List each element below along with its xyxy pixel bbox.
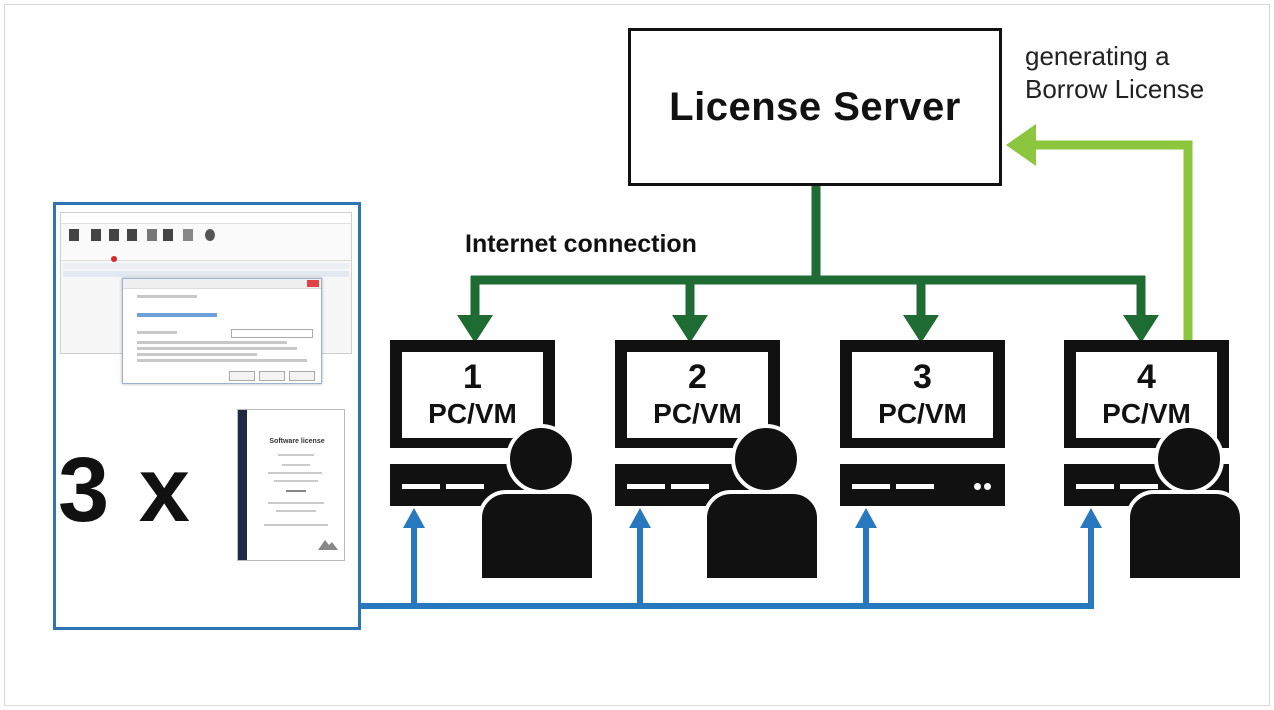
slide-frame bbox=[4, 4, 1270, 706]
computer-number: 4 bbox=[1137, 358, 1156, 396]
computer-number: 1 bbox=[463, 358, 482, 396]
computer-label: PC/VM bbox=[653, 398, 742, 429]
computer-2: 2 PC/VM bbox=[615, 340, 821, 582]
monitor-icon: 1 PC/VM bbox=[390, 340, 555, 448]
user-head-icon bbox=[731, 424, 801, 494]
arrowhead-pc-3 bbox=[903, 315, 939, 343]
internet-connection-lines bbox=[470, 186, 1146, 318]
borrow-arrowhead bbox=[1006, 124, 1036, 166]
highlight-marker-icon bbox=[111, 256, 117, 262]
screenshot-toolbar bbox=[61, 224, 351, 262]
borrow-label-line-2: Borrow License bbox=[1025, 74, 1205, 104]
software-license-certificate: Software license bbox=[237, 409, 345, 561]
license-count-label: 3 x bbox=[58, 439, 192, 541]
user-body-icon bbox=[703, 490, 821, 582]
arrowhead-pc-4 bbox=[1123, 315, 1159, 343]
close-icon bbox=[307, 280, 319, 287]
borrow-license-dialog-screenshot bbox=[122, 278, 322, 384]
local-network-lines bbox=[361, 526, 1094, 609]
arrowhead-pc-2 bbox=[672, 315, 708, 343]
license-server-title: License Server bbox=[669, 84, 961, 129]
computer-3: 3 PC/VM bbox=[840, 340, 1010, 580]
computer-label: PC/VM bbox=[428, 398, 517, 429]
computer-1: 1 PC/VM bbox=[390, 340, 596, 582]
computer-label: PC/VM bbox=[1102, 398, 1191, 429]
user-head-icon bbox=[1154, 424, 1224, 494]
user-body-icon bbox=[1126, 490, 1244, 582]
computer-label: PC/VM bbox=[878, 398, 967, 429]
internet-connection-label: Internet connection bbox=[465, 230, 697, 258]
monitor-icon: 3 PC/VM bbox=[840, 340, 1005, 448]
computer-4: 4 PC/VM bbox=[1064, 340, 1244, 582]
local-arrowheads bbox=[403, 508, 1102, 528]
certificate-title: Software license bbox=[269, 438, 325, 445]
borrow-label-line-1: generating a bbox=[1025, 41, 1170, 71]
borrow-license-line bbox=[1034, 140, 1193, 340]
license-server-box: License Server bbox=[628, 28, 1002, 186]
computer-number: 3 bbox=[913, 358, 932, 396]
arrowhead-pc-1 bbox=[457, 315, 493, 343]
user-body-icon bbox=[478, 490, 596, 582]
seal-icon bbox=[318, 540, 338, 550]
desktop-unit-icon bbox=[840, 464, 1005, 506]
computer-number: 2 bbox=[688, 358, 707, 396]
borrow-license-label: generating a Borrow License bbox=[1025, 40, 1204, 106]
user-head-icon bbox=[506, 424, 576, 494]
internet-arrowheads bbox=[457, 315, 1159, 343]
